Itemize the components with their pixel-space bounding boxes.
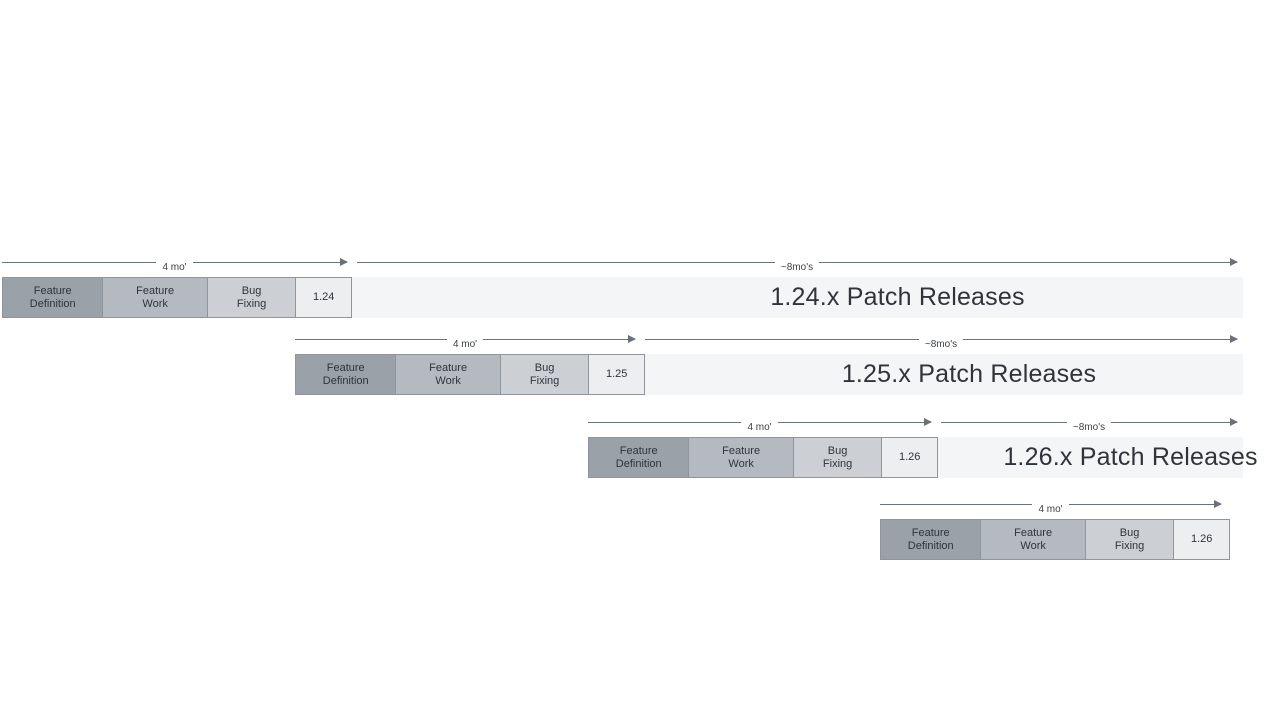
phase-bug-fixing[interactable]: Bug Fixing	[1085, 520, 1175, 559]
phase-feature-definition[interactable]: Feature Definition	[296, 355, 397, 394]
phase-label-line2: Fixing	[236, 297, 267, 310]
measure-line-right-arrow	[1068, 500, 1223, 508]
patch-release-label: 1.25.x Patch Releases	[841, 360, 1097, 388]
phase-label-line1: Feature	[911, 526, 950, 539]
measure-line-right-arrow	[192, 258, 349, 266]
dev-duration-measure-1-26-next: 4 mo'	[880, 493, 1223, 515]
phase-label-line1: Feature	[136, 284, 175, 297]
phase-label-line1: Feature	[619, 444, 658, 457]
phase-feature-work[interactable]: Feature Work	[981, 520, 1086, 559]
phase-bug-fixing[interactable]: Bug Fixing	[500, 355, 590, 394]
dev-duration-measure-1-25: 4 mo'	[295, 328, 636, 350]
version-label: 1.25	[605, 368, 628, 380]
phase-version-milestone[interactable]: 1.25	[589, 355, 645, 394]
phase-label-line2: Definition	[615, 457, 662, 470]
dev-duration-label: 4 mo'	[162, 262, 187, 273]
phase-label-line2: Fixing	[1114, 539, 1145, 552]
phase-group-1-24: Feature Definition Feature Work Bug Fixi…	[2, 277, 352, 318]
phase-group-1-26-next: Feature Definition Feature Work Bug Fixi…	[880, 519, 1230, 560]
phase-label-line2: Work	[1020, 539, 1046, 552]
patch-duration-label: ~8mo's	[924, 339, 958, 350]
measure-line-left	[357, 261, 775, 263]
measure-line-right-arrow	[483, 335, 636, 343]
version-label: 1.26	[1190, 533, 1213, 545]
dev-duration-measure-1-26: 4 mo'	[588, 411, 933, 433]
patch-duration-label: ~8mo's	[1072, 422, 1106, 433]
patch-duration-measure-1-24: ~8mo's	[357, 251, 1238, 273]
phase-version-milestone[interactable]: 1.26	[882, 438, 938, 477]
measure-line-right-arrow	[777, 418, 933, 426]
patch-release-label: 1.24.x Patch Releases	[770, 283, 1025, 311]
measure-line-right-arrow	[963, 335, 1238, 343]
phase-group-1-26: Feature Definition Feature Work Bug Fixi…	[588, 437, 938, 478]
version-label: 1.24	[312, 291, 335, 303]
phase-label-line1: Feature	[326, 361, 365, 374]
patch-duration-measure-1-26: ~8mo's	[941, 411, 1238, 433]
phase-label-line1: Feature	[429, 361, 468, 374]
phase-feature-work[interactable]: Feature Work	[689, 438, 794, 477]
phase-version-milestone[interactable]: 1.26	[1174, 520, 1230, 559]
patch-release-label: 1.26.x Patch Releases	[1003, 443, 1258, 471]
phase-label-line1: Feature	[33, 284, 72, 297]
phase-feature-definition[interactable]: Feature Definition	[589, 438, 690, 477]
patch-duration-label: ~8mo's	[780, 262, 814, 273]
phase-version-milestone[interactable]: 1.24	[296, 278, 352, 317]
phase-feature-definition[interactable]: Feature Definition	[881, 520, 982, 559]
phase-feature-definition[interactable]: Feature Definition	[3, 278, 104, 317]
phase-feature-work[interactable]: Feature Work	[103, 278, 208, 317]
measure-line-right-arrow	[819, 258, 1238, 266]
patch-duration-measure-1-25: ~8mo's	[645, 328, 1238, 350]
phase-bug-fixing[interactable]: Bug Fixing	[793, 438, 883, 477]
phase-label-line1: Feature	[722, 444, 761, 457]
dev-duration-label: 4 mo'	[452, 339, 478, 350]
phase-label-line2: Fixing	[822, 457, 853, 470]
phase-label-line1: Bug	[241, 284, 262, 297]
phase-group-1-25: Feature Definition Feature Work Bug Fixi…	[295, 354, 645, 395]
phase-label-line2: Definition	[322, 374, 369, 387]
dev-duration-measure-1-24: 4 mo'	[2, 251, 349, 273]
version-label: 1.26	[898, 451, 921, 463]
phase-bug-fixing[interactable]: Bug Fixing	[207, 278, 297, 317]
measure-line-left	[295, 338, 447, 340]
measure-line-left	[645, 338, 919, 340]
measure-line-left	[2, 261, 157, 263]
phase-label-line2: Fixing	[529, 374, 560, 387]
measure-line-left	[941, 421, 1067, 423]
phase-label-line2: Definition	[907, 539, 954, 552]
phase-label-line1: Bug	[534, 361, 555, 374]
phase-label-line2: Work	[435, 374, 461, 387]
phase-label-line2: Definition	[29, 297, 76, 310]
dev-duration-label: 4 mo'	[747, 422, 772, 433]
measure-line-left	[588, 421, 742, 423]
measure-line-left	[880, 503, 1033, 505]
phase-label-line2: Work	[728, 457, 754, 470]
dev-duration-label: 4 mo'	[1038, 504, 1063, 515]
phase-feature-work[interactable]: Feature Work	[396, 355, 501, 394]
phase-label-line1: Bug	[1119, 526, 1140, 539]
phase-label-line1: Bug	[827, 444, 848, 457]
measure-line-right-arrow	[1111, 418, 1238, 426]
phase-label-line2: Work	[142, 297, 168, 310]
phase-label-line1: Feature	[1014, 526, 1053, 539]
